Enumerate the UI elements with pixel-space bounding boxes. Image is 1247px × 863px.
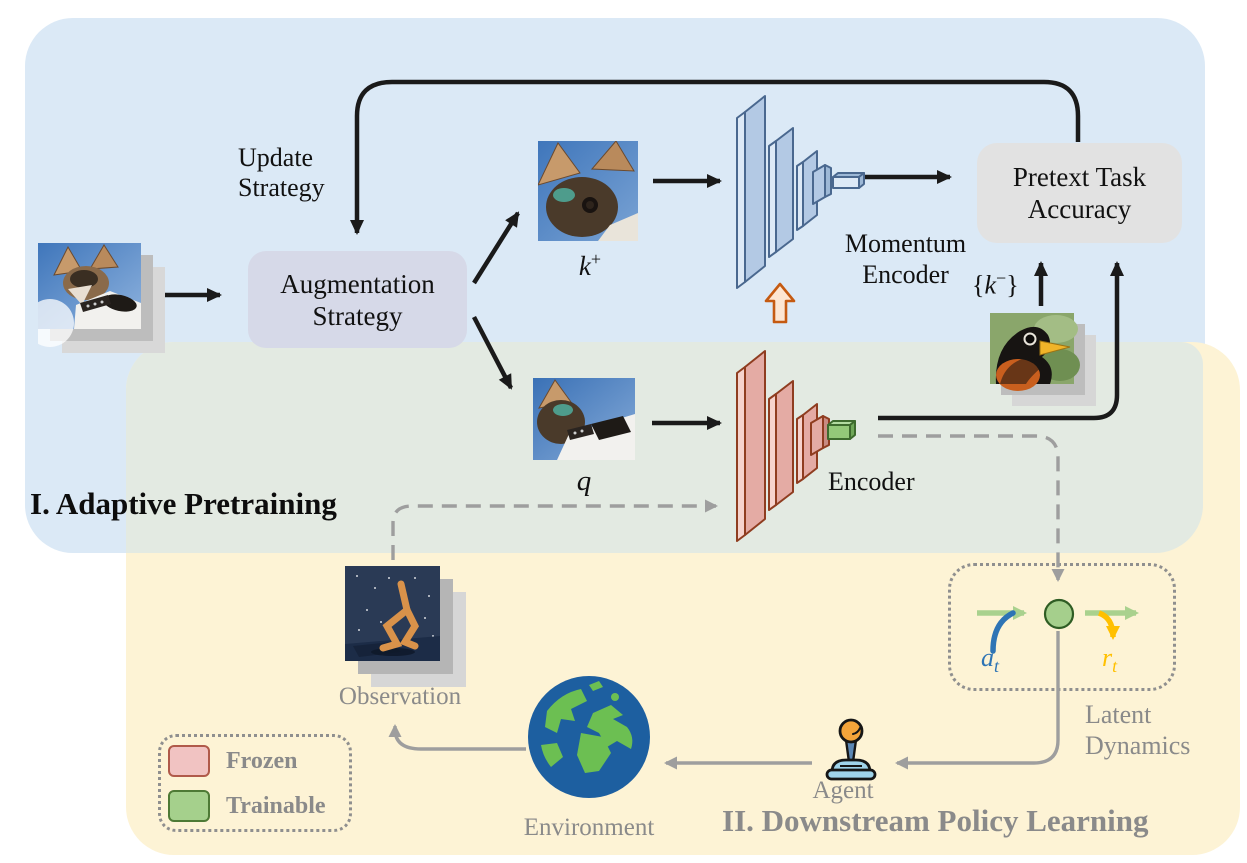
joystick-icon <box>825 718 877 781</box>
encoder-icon <box>736 350 856 542</box>
legend-frozen-row: Frozen <box>168 745 298 777</box>
observation-label: Observation <box>338 683 462 710</box>
pretext-task-accuracy-box: Pretext Task Accuracy <box>977 143 1182 243</box>
pretext-line1: Pretext Task <box>1012 162 1147 192</box>
latent-dynamics-label: Latent Dynamics <box>1085 700 1191 760</box>
earth-icon <box>528 676 650 798</box>
augmentation-strategy-box: Augmentation Strategy <box>248 251 467 348</box>
agent-label: Agent <box>812 777 874 804</box>
bird-photo-icon <box>990 313 1096 406</box>
legend-trainable-row: Trainable <box>168 790 326 822</box>
frozen-swatch <box>168 745 210 777</box>
trainable-label: Trainable <box>226 792 326 819</box>
encoder-label: Encoder <box>828 467 915 496</box>
augmentation-line2: Strategy <box>312 300 403 331</box>
section-title-pretraining: I. Adaptive Pretraining <box>30 486 337 521</box>
augmentation-line1: Augmentation <box>280 268 435 299</box>
kplus-crop-icon <box>538 141 638 241</box>
section-title-policy: II. Downstream Policy Learning <box>722 803 1149 838</box>
environment-label: Environment <box>523 814 655 841</box>
negative-sample-stack <box>990 313 1096 411</box>
k-minus-label: {k−} <box>972 268 1019 300</box>
frozen-label: Frozen <box>226 747 298 774</box>
q-label: q <box>576 465 592 497</box>
pretext-line2: Accuracy <box>1027 194 1132 224</box>
walker-render-icon <box>345 566 466 687</box>
observation-stack <box>345 566 467 693</box>
momentum-encoder-label: Momentum Encoder <box>844 229 967 289</box>
action-label: at <box>981 643 1000 677</box>
update-strategy-label: Update Strategy <box>238 143 325 202</box>
trainable-swatch <box>168 790 210 822</box>
input-image-stack <box>26 243 168 360</box>
q-crop-icon <box>533 378 635 460</box>
k-plus-label: k+ <box>578 249 602 281</box>
reward-label: rt <box>1102 643 1118 677</box>
dog-photo-icon <box>26 243 165 353</box>
momentum-encoder-icon <box>736 95 865 289</box>
legend-box <box>158 734 352 832</box>
latent-dynamics-box <box>948 563 1176 691</box>
